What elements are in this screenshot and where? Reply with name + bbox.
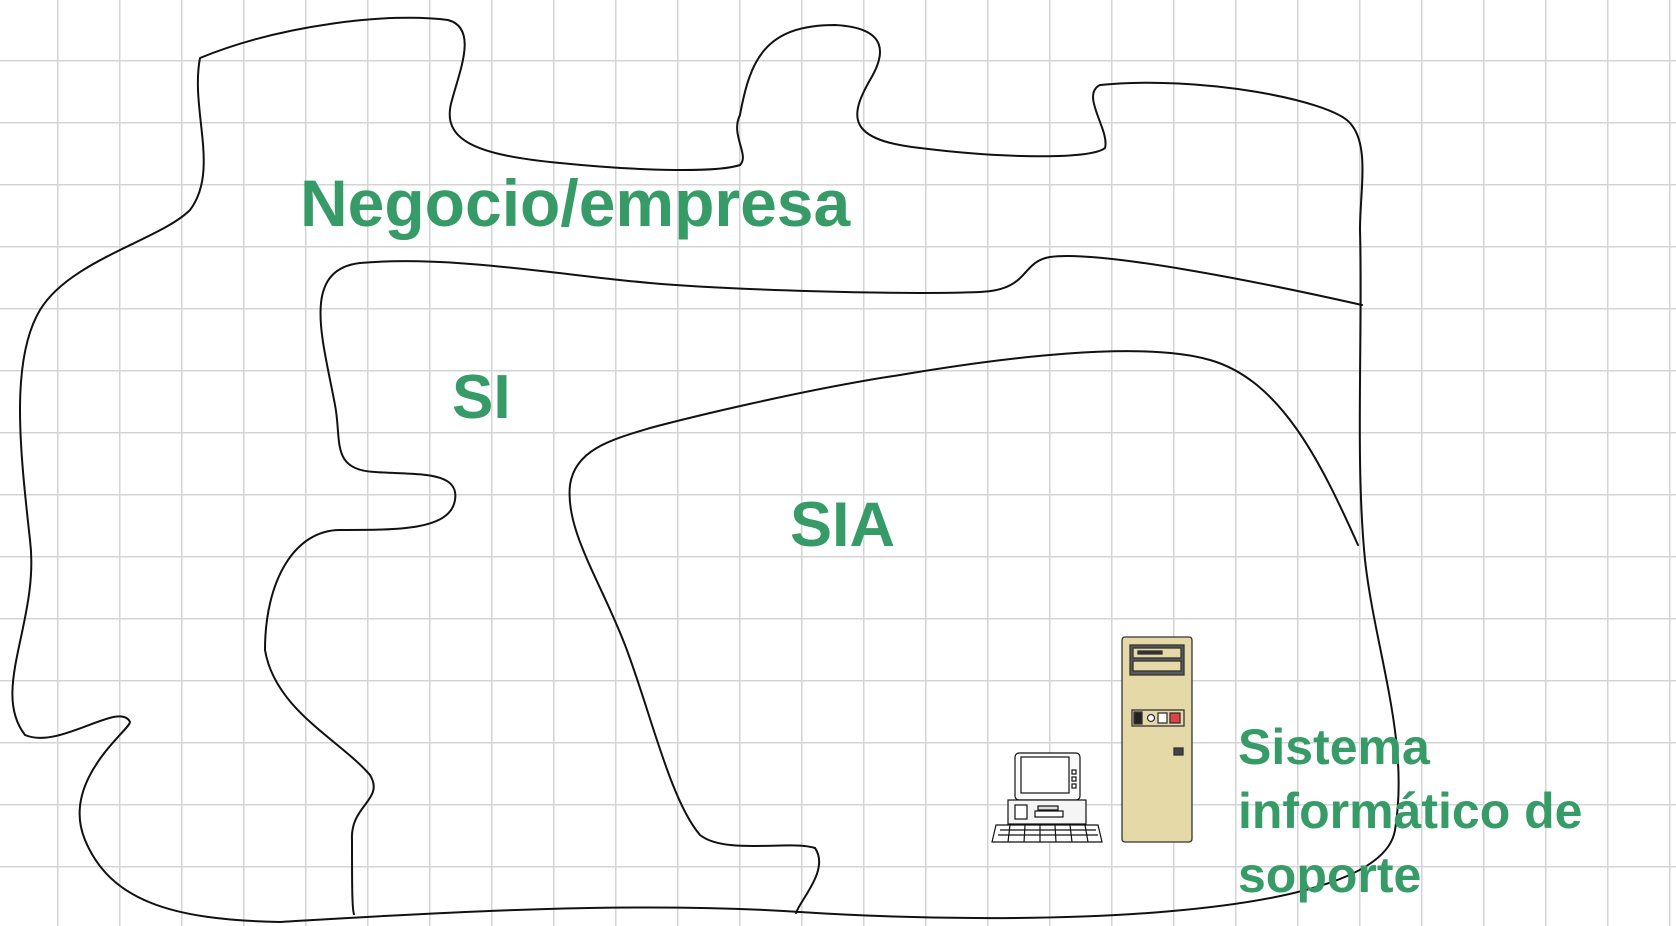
sia-label: SIA xyxy=(790,490,896,560)
si-label: SI xyxy=(452,363,511,432)
sia-boundary xyxy=(568,350,1359,914)
sistema-informatico-soporte-label: Sistema informático de soporte xyxy=(1238,715,1582,907)
negocio-boundary xyxy=(11,16,1400,923)
soporte-label-line-1: Sistema xyxy=(1238,719,1430,775)
negocio-empresa-label: Negocio/empresa xyxy=(300,166,851,240)
si-boundary xyxy=(264,255,1363,915)
server-tower-icon xyxy=(1121,636,1193,843)
soporte-label-line-3: soporte xyxy=(1238,847,1422,903)
computer-terminal-icon xyxy=(991,752,1103,843)
soporte-label-line-2: informático de xyxy=(1238,783,1583,839)
